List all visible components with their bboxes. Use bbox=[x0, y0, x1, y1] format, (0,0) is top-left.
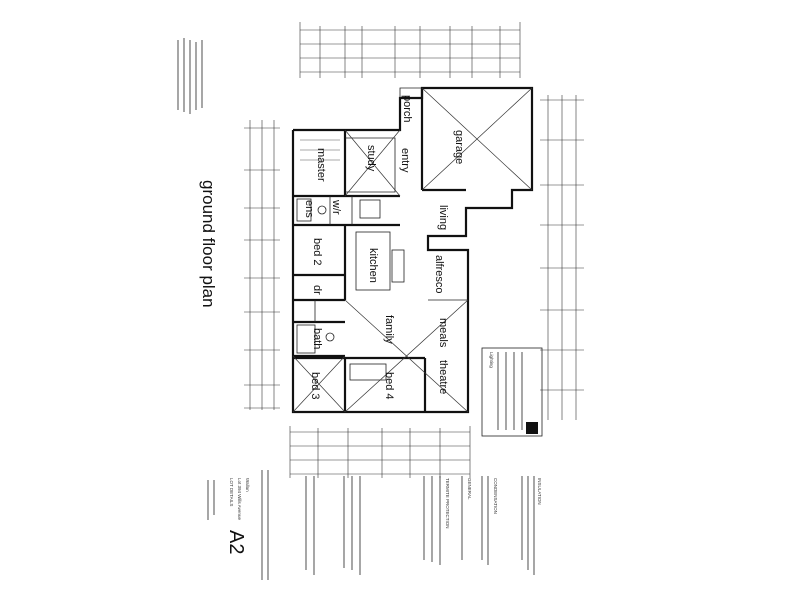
sheet-title: ground floor plan bbox=[199, 180, 218, 308]
info-box: Lighting bbox=[481, 347, 543, 437]
fixtures bbox=[296, 139, 381, 354]
notes-area: INSULATION GENERAL CONDENSATION TERMITE … bbox=[305, 476, 542, 575]
sheet-number: A2 bbox=[225, 530, 247, 554]
lot-details-line-3: Wallan bbox=[245, 478, 250, 492]
bottom-dimension-lines bbox=[289, 426, 471, 478]
room-labels: porch entry study garage master w/r ens … bbox=[303, 95, 465, 400]
note-termite: TERMITE PROTECTION bbox=[445, 478, 450, 529]
room-label-master: master bbox=[315, 148, 327, 182]
room-label-entry: entry bbox=[399, 148, 411, 173]
room-label-meals: meals bbox=[437, 318, 449, 348]
room-label-study: study bbox=[365, 145, 377, 172]
room-label-bed4: bed 4 bbox=[383, 372, 395, 400]
room-label-kitchen: kitchen bbox=[367, 248, 379, 283]
room-label-theatre: theatre bbox=[437, 360, 449, 394]
diagonal-markings bbox=[292, 87, 533, 413]
room-label-bed3: bed 3 bbox=[309, 372, 321, 400]
note-condensation: CONDENSATION bbox=[493, 478, 498, 514]
room-label-porch: porch bbox=[401, 95, 413, 123]
room-label-living: living bbox=[437, 205, 449, 230]
left-dimension-lines bbox=[244, 120, 280, 410]
legend-block bbox=[177, 38, 203, 114]
title-block: LOT DETAILS Lot 394 Wills Avenue Wallan … bbox=[207, 470, 269, 580]
lot-details-line-1: LOT DETAILS bbox=[229, 478, 234, 506]
room-label-alfresco: alfresco bbox=[433, 255, 445, 294]
room-label-ens: ens bbox=[303, 200, 315, 218]
logo-mark bbox=[526, 422, 538, 434]
room-label-wir: w/r bbox=[330, 199, 342, 215]
room-label-bath: bath bbox=[311, 328, 323, 349]
note-insulation: INSULATION bbox=[537, 478, 542, 505]
room-label-family: family bbox=[383, 315, 395, 344]
room-label-dr: dr bbox=[311, 285, 323, 295]
plan-walls bbox=[291, 86, 534, 414]
room-label-garage: garage bbox=[453, 130, 465, 164]
right-dimension-lines bbox=[540, 95, 584, 420]
top-dimension-lines bbox=[299, 22, 521, 78]
room-label-bed2: bed 2 bbox=[311, 238, 323, 266]
lot-details-line-2: Lot 394 Wills Avenue bbox=[237, 478, 242, 520]
note-general: GENERAL bbox=[467, 478, 472, 500]
note-lighting: Lighting bbox=[489, 352, 494, 368]
